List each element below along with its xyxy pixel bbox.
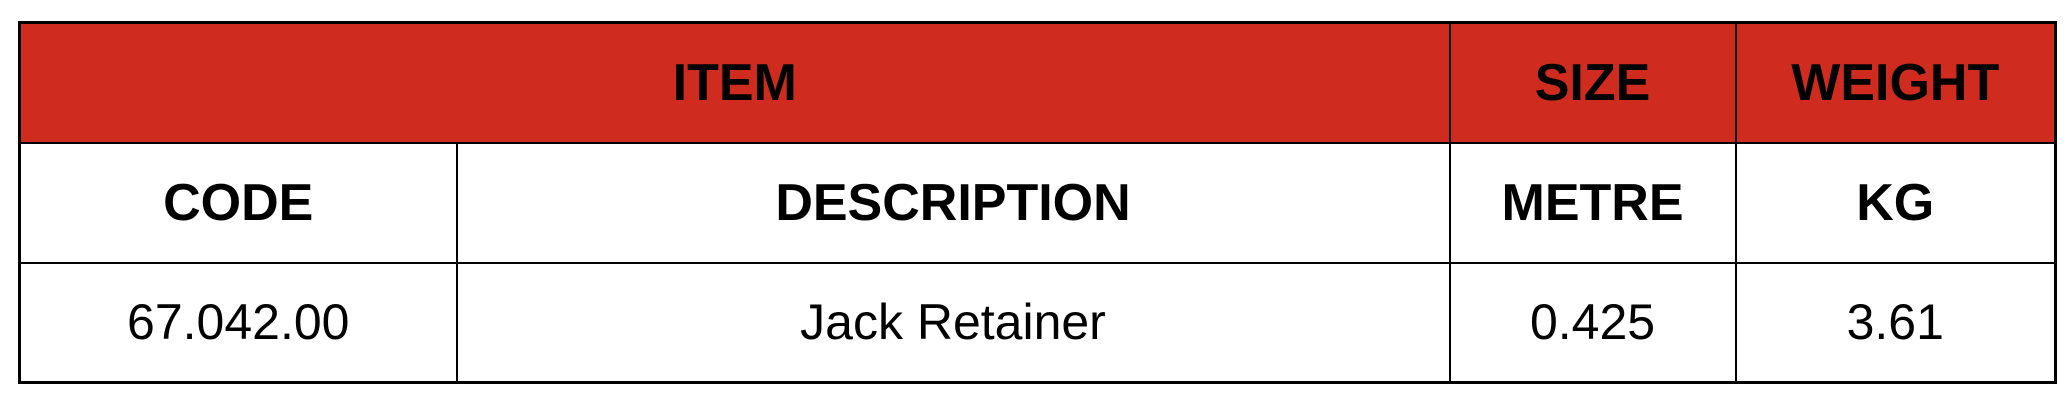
cell-description: Jack Retainer — [455, 261, 1451, 384]
table-header-row: ITEM SIZE WEIGHT — [18, 21, 2057, 144]
cell-size: 0.425 — [1448, 261, 1737, 384]
table-row: 67.042.00 Jack Retainer 0.425 3.61 — [18, 261, 2057, 384]
subheader-metre: METRE — [1448, 141, 1737, 264]
header-weight: WEIGHT — [1734, 21, 2057, 144]
table-subheader-row: CODE DESCRIPTION METRE KG — [18, 141, 2057, 264]
subheader-description: DESCRIPTION — [455, 141, 1451, 264]
subheader-code: CODE — [18, 141, 458, 264]
header-size: SIZE — [1448, 21, 1737, 144]
product-spec-table: ITEM SIZE WEIGHT CODE DESCRIPTION METRE … — [18, 21, 2057, 384]
header-item: ITEM — [18, 21, 1451, 144]
cell-weight: 3.61 — [1734, 261, 2057, 384]
cell-code: 67.042.00 — [18, 261, 458, 384]
subheader-kg: KG — [1734, 141, 2057, 264]
